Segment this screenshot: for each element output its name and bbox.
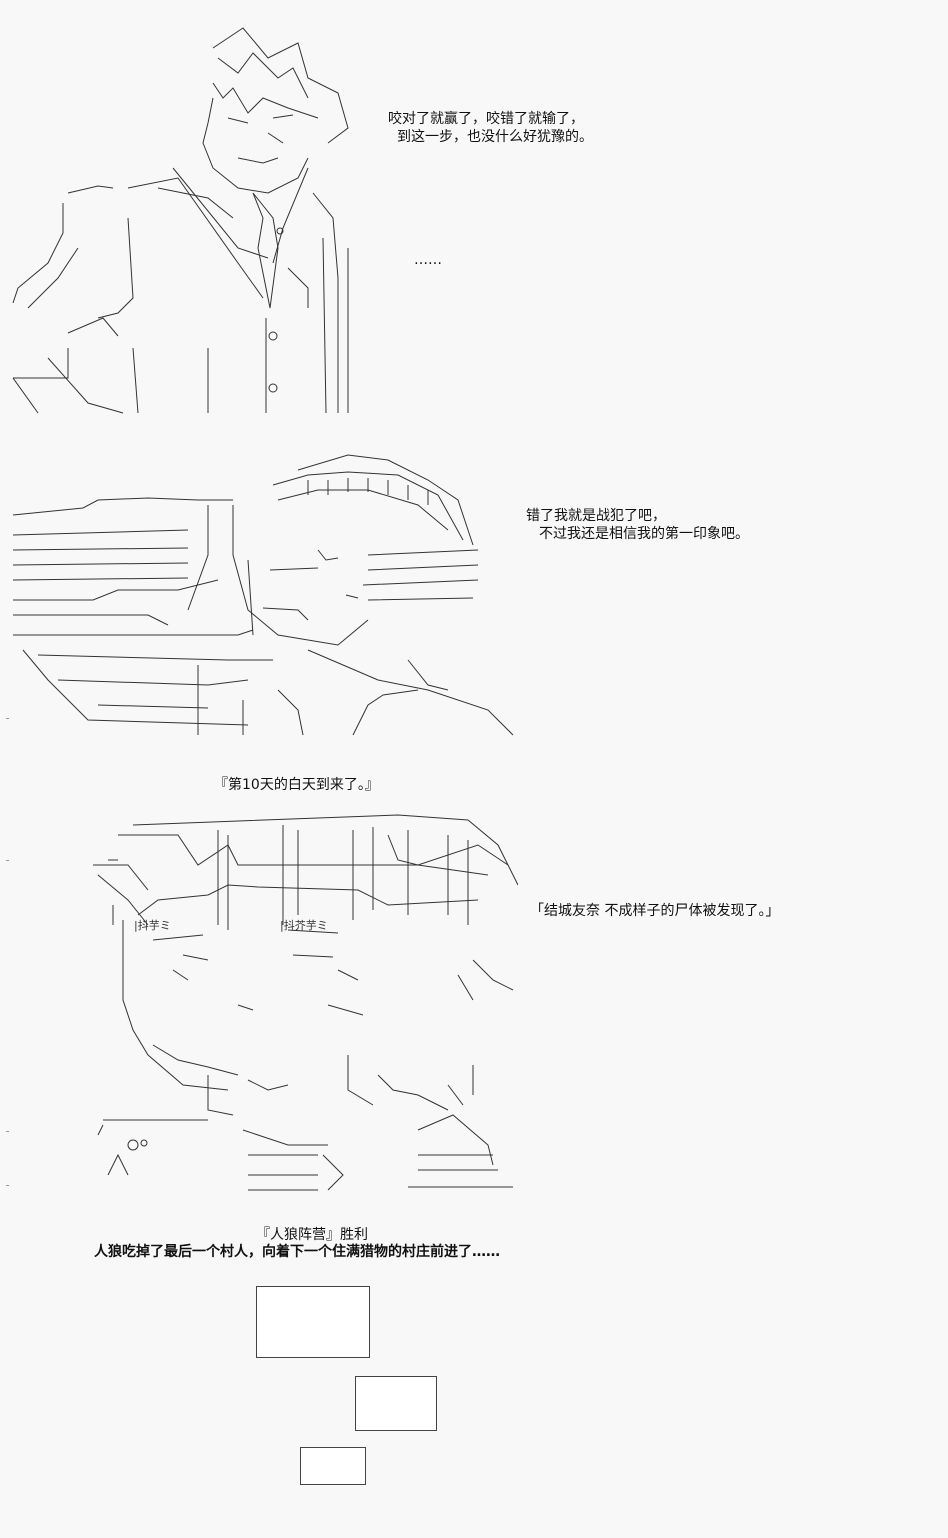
panel1-dialogue-line2: 到这一步，也没什么好犹豫的。: [397, 129, 593, 145]
art-inner-text-left: |抖芋ミ: [134, 919, 171, 932]
art-inner-text-right: |抖芥芋ミ: [280, 919, 328, 932]
panel2-dialogue-line2: 不过我还是相信我的第一印象吧。: [539, 526, 749, 542]
edge-mark: [6, 1185, 9, 1186]
ascii-art-two-characters: |抖芋ミ |抖芥芋ミ: [88, 805, 518, 1195]
edge-mark: [6, 718, 9, 719]
edge-mark: [6, 1131, 9, 1132]
day-announcement: 『第10天的白天到来了。』: [214, 777, 379, 793]
empty-frame-large: [256, 1286, 370, 1358]
corpse-discovery-quote: 「结城友奈 不成样子的尸体被发现了。」: [530, 903, 780, 919]
panel1-ellipsis: ……: [414, 252, 442, 268]
empty-frame-medium: [355, 1376, 437, 1431]
ascii-art-man-suit: [8, 18, 358, 418]
empty-frame-small: [300, 1447, 366, 1485]
faction-victory: 『人狼阵营』胜利: [256, 1227, 368, 1243]
edge-mark: [6, 860, 9, 861]
panel2-dialogue-line1: 错了我就是战犯了吧，: [526, 508, 666, 524]
panel1-dialogue-line1: 咬对了就赢了，咬错了就输了，: [388, 111, 584, 127]
ascii-art-character-pointing: [8, 450, 518, 740]
ending-narration: 人狼吃掉了最后一个村人，向着下一个住满猎物的村庄前进了……: [94, 1244, 500, 1260]
